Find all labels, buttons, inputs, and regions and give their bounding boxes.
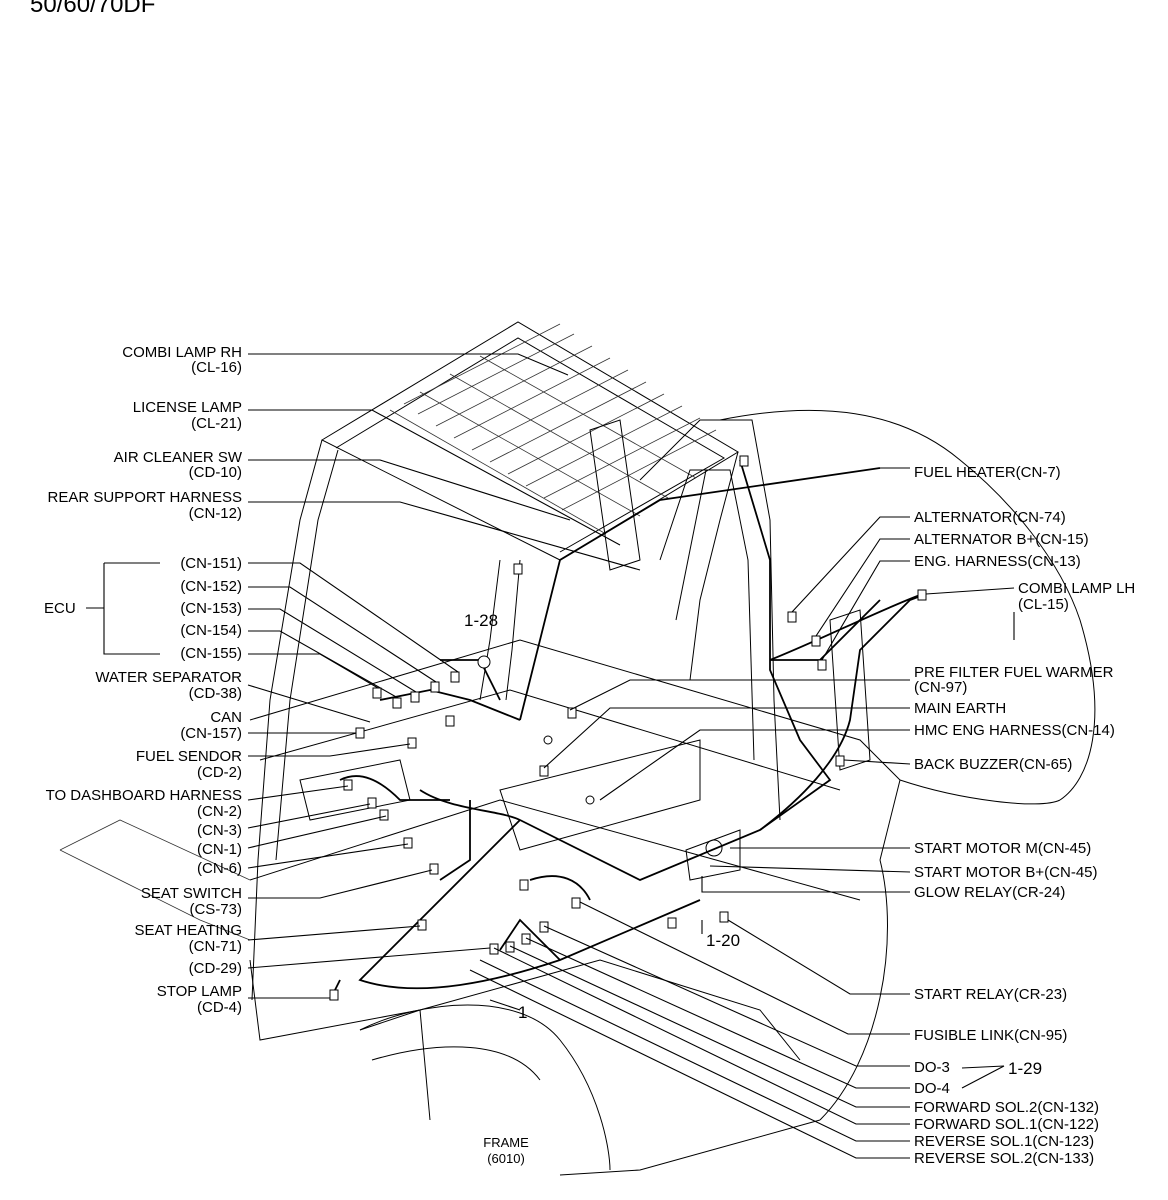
- label-cn154: (CN-154): [180, 622, 242, 639]
- label-hmc-eng-harness: HMC ENG HARNESS(CN-14): [914, 722, 1115, 739]
- ref-1: 1: [518, 1003, 527, 1022]
- label-cl15: (CL-15): [1018, 596, 1069, 613]
- frame-illustration: [59, 321, 1096, 1176]
- ref-1-28: 1-28: [464, 611, 498, 630]
- label-cn151: (CN-151): [180, 555, 242, 572]
- label-frame: FRAME: [483, 1135, 529, 1150]
- label-combi-lamp-lh: COMBI LAMP LH: [1018, 580, 1135, 597]
- label-stop-lamp: STOP LAMP: [157, 983, 242, 1000]
- ref-1-20: 1-20: [706, 931, 740, 950]
- label-reverse-sol1: REVERSE SOL.1(CN-123): [914, 1133, 1094, 1150]
- label-cs73: (CS-73): [189, 901, 242, 918]
- label-cn71: (CN-71): [189, 938, 242, 955]
- label-cn157: (CN-157): [180, 725, 242, 742]
- label-cn1: (CN-1): [197, 841, 242, 858]
- label-cl21: (CL-21): [191, 415, 242, 432]
- label-cn153: (CN-153): [180, 600, 242, 617]
- label-pre-filter: PRE FILTER FUEL WARMER: [914, 664, 1114, 681]
- leader-lines-right: [469, 467, 1015, 1159]
- label-fuel-heater: FUEL HEATER(CN-7): [914, 464, 1061, 481]
- label-cn12: (CN-12): [189, 505, 242, 522]
- label-forward-sol1: FORWARD SOL.1(CN-122): [914, 1116, 1099, 1133]
- label-glow-relay: GLOW RELAY(CR-24): [914, 884, 1065, 901]
- label-air-cleaner-sw: AIR CLEANER SW: [114, 449, 243, 466]
- label-cl16: (CL-16): [191, 359, 242, 376]
- label-back-buzzer: BACK BUZZER(CN-65): [914, 756, 1072, 773]
- label-reverse-sol2: REVERSE SOL.2(CN-133): [914, 1150, 1094, 1167]
- label-alternator: ALTERNATOR(CN-74): [914, 509, 1066, 526]
- label-cd38: (CD-38): [189, 685, 242, 702]
- label-cn97: (CN-97): [914, 679, 967, 696]
- label-frame-no: (6010): [487, 1151, 525, 1166]
- label-start-motor-b: START MOTOR B+(CN-45): [914, 864, 1098, 881]
- label-seat-switch: SEAT SWITCH: [141, 885, 242, 902]
- label-cn6: (CN-6): [197, 860, 242, 877]
- leader-lines-left: [86, 353, 641, 1011]
- label-start-relay: START RELAY(CR-23): [914, 986, 1067, 1003]
- label-rear-support-harness: REAR SUPPORT HARNESS: [48, 489, 243, 506]
- label-main-earth: MAIN EARTH: [914, 700, 1006, 717]
- left-labels: COMBI LAMP RH (CL-16) LICENSE LAMP (CL-2…: [44, 344, 529, 1166]
- label-cn155: (CN-155): [180, 645, 242, 662]
- label-cd4: (CD-4): [197, 999, 242, 1016]
- label-forward-sol2: FORWARD SOL.2(CN-132): [914, 1099, 1099, 1116]
- label-to-dashboard-harness: TO DASHBOARD HARNESS: [46, 787, 242, 804]
- wiring-harness: [329, 455, 927, 1001]
- label-eng-harness: ENG. HARNESS(CN-13): [914, 553, 1081, 570]
- label-cd10: (CD-10): [189, 464, 242, 481]
- label-cd2: (CD-2): [197, 764, 242, 781]
- model-title: 50/60/70DF: [30, 0, 155, 18]
- right-labels: FUEL HEATER(CN-7) ALTERNATOR(CN-74) ALTE…: [706, 464, 1135, 1167]
- label-do4: DO-4: [914, 1080, 950, 1097]
- label-start-motor-m: START MOTOR M(CN-45): [914, 840, 1091, 857]
- label-cn3: (CN-3): [197, 822, 242, 839]
- label-cn152: (CN-152): [180, 578, 242, 595]
- label-cd29: (CD-29): [189, 960, 242, 977]
- label-alternator-b: ALTERNATOR B+(CN-15): [914, 531, 1089, 548]
- label-can: CAN: [210, 709, 242, 726]
- label-cn2: (CN-2): [197, 803, 242, 820]
- ref-1-29: 1-29: [1008, 1059, 1042, 1078]
- label-water-separator: WATER SEPARATOR: [95, 669, 242, 686]
- label-combi-lamp-rh: COMBI LAMP RH: [122, 344, 242, 361]
- label-fuel-sendor: FUEL SENDOR: [136, 748, 242, 765]
- label-fusible-link: FUSIBLE LINK(CN-95): [914, 1027, 1067, 1044]
- label-ecu: ECU: [44, 600, 76, 617]
- label-license-lamp: LICENSE LAMP: [133, 399, 242, 416]
- label-do3: DO-3: [914, 1059, 950, 1076]
- label-seat-heating: SEAT HEATING: [134, 922, 242, 939]
